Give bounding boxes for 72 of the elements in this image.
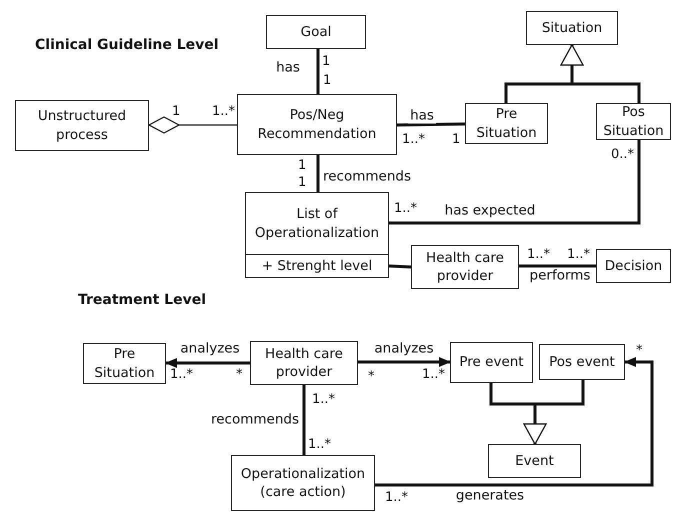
edge-label: analyzes	[178, 342, 242, 356]
association-line	[396, 122, 466, 126]
arrow	[375, 357, 654, 486]
edge-label: analyzes	[372, 342, 436, 356]
class-box	[83, 343, 166, 384]
class-box	[266, 15, 366, 49]
class-box	[237, 94, 397, 155]
aggregation-line	[148, 116, 237, 134]
section-heading: Clinical Guideline Level	[35, 38, 219, 54]
generalization-arrow	[523, 380, 584, 445]
class-box	[245, 192, 389, 278]
multiplicity-label: *	[636, 344, 642, 358]
class-name: Operationalization (care action)	[240, 464, 366, 502]
association-line	[316, 49, 320, 94]
multiplicity-label: 1..*	[385, 491, 408, 506]
class-box	[411, 245, 519, 289]
association-line	[389, 140, 640, 224]
class-name: Pre event	[458, 353, 525, 372]
edge-label: performs	[528, 268, 592, 284]
section-heading: Treatment Level	[78, 293, 206, 308]
class-name: Unstructured process	[36, 107, 128, 144]
multiplicity-label: 1	[172, 105, 180, 120]
class-box	[465, 103, 548, 144]
generalization-arrow	[560, 44, 640, 103]
edge-label: has expected	[442, 204, 538, 218]
class-box	[539, 344, 625, 380]
arrow	[165, 358, 250, 368]
multiplicity-label: 1..*	[527, 248, 550, 262]
class-name: Pos/Neg Recommendation	[256, 106, 378, 143]
class-name: Event	[514, 452, 555, 470]
class-name: List of Operationalization	[254, 205, 380, 242]
class-name: Health care provider	[425, 248, 505, 286]
class-box	[526, 11, 618, 45]
multiplicity-label: 1..*	[402, 133, 426, 148]
multiplicity-label: *	[236, 368, 242, 382]
multiplicity-label: 1..*	[567, 248, 590, 262]
multiplicity-label: 1	[452, 133, 460, 148]
multiplicity-label: 1	[322, 55, 330, 70]
multiplicity-label: 1..*	[170, 368, 194, 382]
class-name: Health care provider	[264, 344, 344, 382]
class-name: Situation	[540, 18, 604, 38]
multiplicity-label: 1..*	[308, 438, 332, 452]
class-name: Pre Situation	[93, 345, 156, 382]
class-box	[488, 444, 581, 478]
multiplicity-label: 1..*	[212, 105, 236, 120]
class-name: Pre Situation	[475, 105, 538, 142]
multiplicity-label: 1	[298, 159, 306, 174]
class-name: Goal	[300, 22, 332, 42]
multiplicity-label: 1..*	[394, 202, 418, 216]
class-box	[596, 103, 671, 140]
arrow	[358, 357, 451, 367]
multiplicity-label: 0..*	[611, 148, 634, 162]
class-box	[250, 341, 358, 385]
multiplicity-label: 1	[298, 176, 306, 190]
multiplicity-label: 1	[323, 74, 332, 88]
association-line	[519, 264, 596, 268]
class-name: Pos Situation	[602, 103, 665, 140]
edge-label: generates	[454, 488, 526, 504]
association-line	[388, 264, 412, 268]
class-box	[596, 249, 671, 283]
class-box	[450, 342, 533, 383]
class-box	[15, 100, 149, 151]
association-line	[302, 385, 306, 455]
class-box	[231, 455, 375, 511]
class-name: Pos event	[548, 352, 616, 372]
multiplicity-label: *	[368, 370, 374, 384]
multiplicity-label: 1..*	[312, 393, 336, 408]
multiplicity-label: 1..*	[422, 368, 446, 382]
association-line	[316, 155, 320, 192]
attribute-text: + Strenght level	[260, 256, 374, 276]
class-name: Decision	[604, 256, 664, 276]
edge-label: has	[408, 108, 436, 124]
